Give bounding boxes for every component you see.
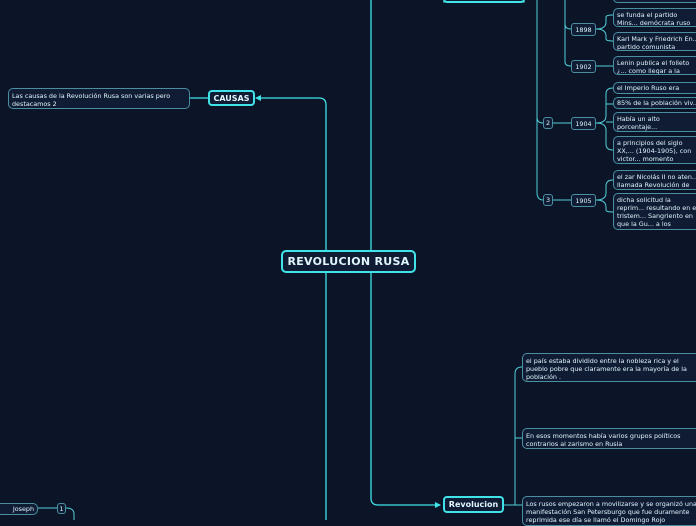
event-1905-b[interactable]: dicha solicitud la reprim... resultando … (613, 193, 696, 230)
causas-label: CAUSAS (213, 93, 250, 103)
year-1905-node[interactable]: 1905 (571, 194, 596, 207)
year-1904-label: 1904 (575, 119, 592, 128)
counter-3-label: 3 (545, 196, 551, 204)
revolucion-item-1-text: el país estaba dividido entre la nobleza… (526, 357, 687, 381)
event-1898-a-text: se funda el partido Mins... demócrata ru… (617, 11, 691, 27)
revolucion-label: Revolucion (448, 500, 499, 509)
event-1904-d-text: a principios del siglo XX,... (1904-1905… (617, 139, 692, 163)
event-1904-d[interactable]: a principios del siglo XX,... (1904-1905… (613, 136, 696, 164)
revolucion-node[interactable]: Revolucion (443, 496, 504, 513)
year-1904-node[interactable]: 1904 (571, 117, 596, 130)
event-1904-c-text: Había un alto porcentaje... empobrecidos… (617, 115, 660, 131)
counter-2-label: 2 (545, 119, 551, 127)
revolucion-item-1[interactable]: el país estaba dividido entre la nobleza… (522, 353, 696, 382)
revolucion-item-2[interactable]: En esos momentos había varios grupos pol… (522, 428, 696, 449)
central-topic-label: REVOLUCION RUSA (287, 255, 410, 268)
event-1904-a-text: el Imperio Ruso era una... (617, 84, 680, 93)
causas-node[interactable]: CAUSAS (208, 90, 255, 106)
revolucion-item-3-text: Los rusos empezaron a movilizarse y se o… (526, 500, 696, 524)
event-1904-c[interactable]: Había un alto porcentaje... empobrecidos… (613, 112, 696, 132)
event-1898-b-text: Karl Mark y Friedrich En... partido comu… (617, 35, 696, 51)
central-topic[interactable]: REVOLUCION RUSA (281, 250, 416, 273)
stalin-counter-label: 1 (59, 504, 64, 513)
counter-3-node[interactable]: 3 (543, 194, 553, 206)
event-1904-a[interactable]: el Imperio Ruso era una... (613, 82, 696, 94)
event-1905-a[interactable]: el zar Nicolás II no aten... llamada Rev… (613, 170, 696, 190)
event-1898-b[interactable]: Karl Mark y Friedrich En... partido comu… (613, 32, 696, 51)
event-1905-a-text: el zar Nicolás II no aten... llamada Rev… (617, 173, 696, 189)
stalin-node[interactable]: Joseph Stalin (0, 503, 38, 515)
causas-description[interactable]: Las causas de la Revolución Rusa son var… (8, 88, 190, 109)
year-1902-node[interactable]: 1902 (571, 60, 596, 73)
year-1905-label: 1905 (575, 196, 592, 205)
year-1898-node[interactable]: 1898 (571, 23, 596, 36)
event-1902-text: Lenin publica el folleto ¿... como llega… (617, 59, 690, 75)
year-1902-label: 1902 (575, 62, 592, 71)
event-top-partial[interactable] (613, 0, 696, 3)
counter-2-node[interactable]: 2 (543, 117, 553, 129)
revolucion-item-2-text: En esos momentos había varios grupos pol… (526, 432, 681, 448)
event-1902[interactable]: Lenin publica el folleto ¿... como llega… (613, 56, 696, 75)
year-1898-label: 1898 (575, 25, 592, 34)
revolucion-item-3[interactable]: Los rusos empezaron a movilizarse y se o… (522, 496, 696, 526)
stalin-counter[interactable]: 1 (57, 503, 66, 514)
stalin-label: Joseph Stalin (12, 505, 34, 514)
event-1904-b-text: 85% de la población viv... (617, 99, 696, 107)
event-1904-b[interactable]: 85% de la población viv... (613, 97, 696, 109)
event-1898-a[interactable]: se funda el partido Mins... demócrata ru… (613, 8, 696, 27)
antecedentes-node[interactable] (443, 0, 525, 3)
causas-description-text: Las causas de la Revolución Rusa son var… (12, 92, 171, 108)
event-1905-b-text: dicha solicitud la reprim... resultando … (617, 196, 696, 229)
